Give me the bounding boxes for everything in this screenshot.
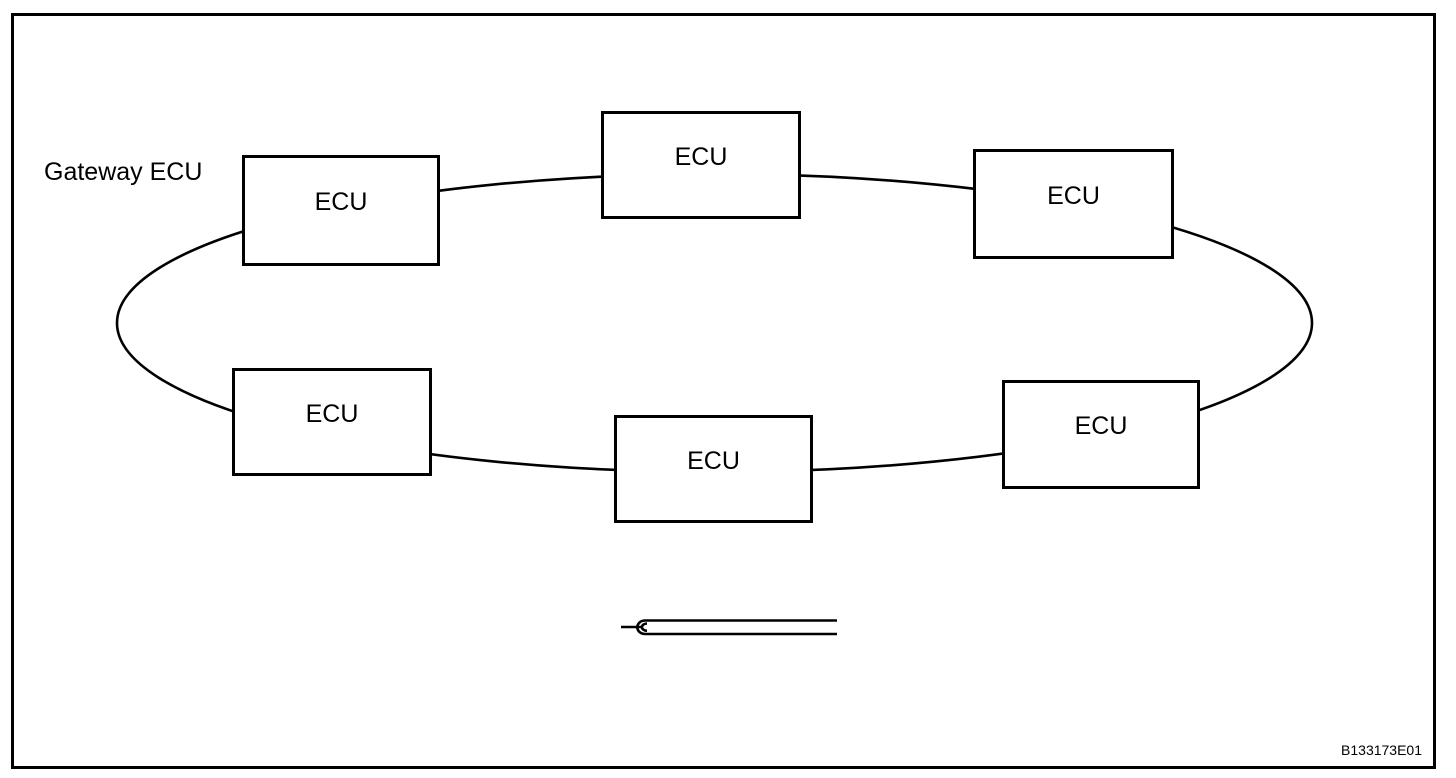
ecu-node-label: ECU (1047, 181, 1100, 210)
ecu-node-bottom-right: ECU (1002, 380, 1200, 489)
ecu-node-label: ECU (314, 188, 368, 216)
ecu-node-top-center: ECU (601, 111, 801, 219)
ecu-node-label: ECU (1074, 412, 1128, 440)
ecu-node-bottom-center: ECU (614, 415, 813, 523)
twisted-pair-wire-icon (621, 619, 837, 636)
ecu-node-gateway: ECU (242, 155, 440, 266)
ecu-node-label: ECU (305, 399, 359, 428)
ecu-node-top-right: ECU (973, 149, 1174, 259)
gateway-ecu-label: Gateway ECU (44, 158, 203, 186)
diagram-border (11, 13, 1436, 769)
ecu-node-bottom-left: ECU (232, 368, 432, 476)
ecu-node-label: ECU (674, 142, 728, 171)
figure-code: B133173E01 (1341, 742, 1422, 758)
ecu-node-label: ECU (687, 446, 740, 475)
